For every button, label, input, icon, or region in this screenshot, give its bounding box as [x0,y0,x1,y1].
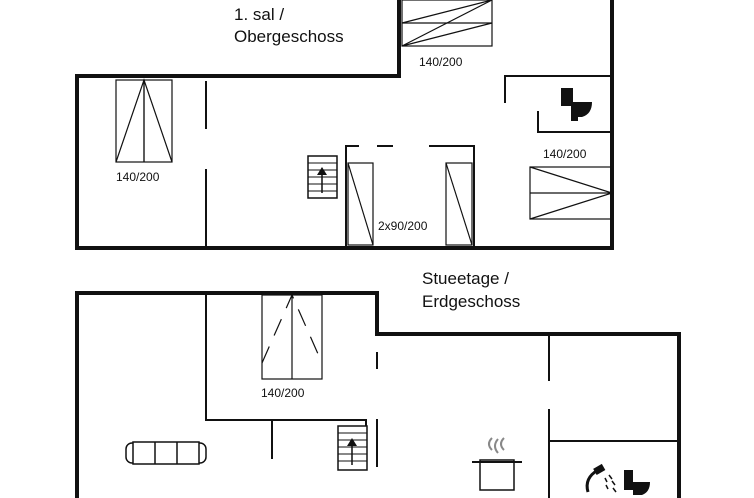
bed-label-upper-top: 140/200 [419,55,463,69]
stairs-icon [307,155,338,199]
bed-label-ground-top: 140/200 [261,386,305,400]
shower-icon [585,463,617,493]
bed-label-upper-singles: 2x90/200 [378,219,428,233]
bed-label-upper-right: 140/200 [543,147,587,161]
ground-floor [75,291,681,498]
bed-upper-left [115,78,173,163]
ground-outer-walls [75,291,681,498]
bed-upper-top [401,0,493,47]
bed-ground-top [261,293,323,380]
upper-floor-name-line2: Obergeschoss [234,27,344,46]
ground-floor-name-line2: Erdgeschoss [422,292,521,311]
stairs-icon [337,425,368,471]
bed-label-upper-left: 140/200 [116,170,160,184]
bed-upper-single-b [445,162,473,246]
bed-upper-right [529,166,614,220]
upper-floor [75,0,614,250]
bed-upper-single-a [347,162,374,246]
ground-floor-name-line1: Stueetage / [422,269,509,288]
toilet-icon [624,470,650,495]
stove-pot-icon [472,437,522,491]
sofa-icon [125,441,207,465]
upper-floor-name-line1: 1. sal / [234,5,285,24]
upper-outer-walls [75,0,614,250]
toilet-icon [561,88,592,121]
upper-partitions [205,75,613,247]
